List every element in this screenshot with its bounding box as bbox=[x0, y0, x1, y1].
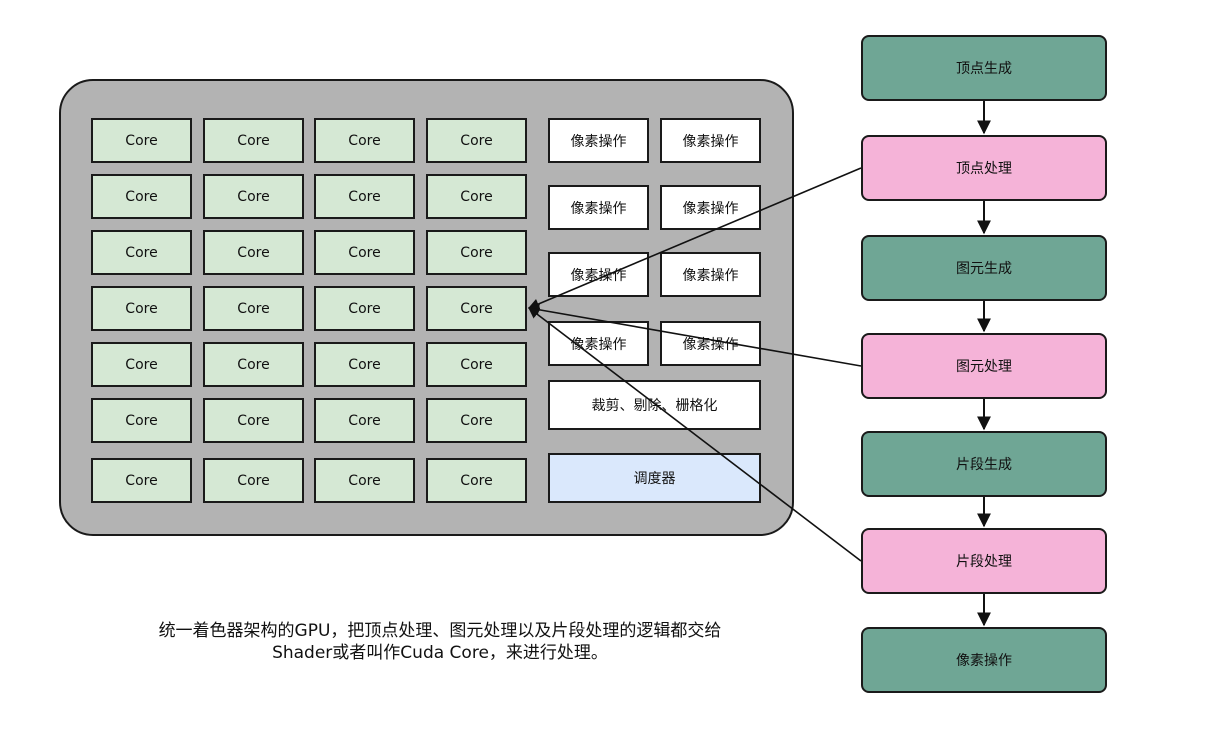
core-cell: Core bbox=[314, 286, 415, 331]
pixel-op-unit: 像素操作 bbox=[548, 252, 649, 297]
core-cell: Core bbox=[426, 458, 527, 503]
core-cell: Core bbox=[426, 342, 527, 387]
stage-vertex-processing: 顶点处理 bbox=[861, 135, 1107, 201]
caption: 统一着色器架构的GPU，把顶点处理、图元处理以及片段处理的逻辑都交给 Shade… bbox=[60, 620, 820, 664]
caption-line-1: 统一着色器架构的GPU，把顶点处理、图元处理以及片段处理的逻辑都交给 bbox=[158, 621, 722, 641]
core-cell-target: Core bbox=[426, 286, 527, 331]
core-cell: Core bbox=[314, 230, 415, 275]
core-cell: Core bbox=[203, 174, 304, 219]
core-cell: Core bbox=[203, 342, 304, 387]
core-cell: Core bbox=[314, 398, 415, 443]
core-cell: Core bbox=[91, 398, 192, 443]
core-cell: Core bbox=[203, 286, 304, 331]
pixel-op-unit: 像素操作 bbox=[660, 252, 761, 297]
scheduler-unit: 调度器 bbox=[548, 453, 761, 503]
stage-primitive-generation: 图元生成 bbox=[861, 235, 1107, 301]
core-cell: Core bbox=[91, 174, 192, 219]
core-cell: Core bbox=[203, 118, 304, 163]
core-cell: Core bbox=[426, 118, 527, 163]
core-cell: Core bbox=[91, 286, 192, 331]
stage-fragment-generation: 片段生成 bbox=[861, 431, 1107, 497]
pixel-op-unit: 像素操作 bbox=[660, 118, 761, 163]
core-cell: Core bbox=[203, 398, 304, 443]
stage-pixel-operations: 像素操作 bbox=[861, 627, 1107, 693]
caption-line-2: Shader或者叫作Cuda Core，来进行处理。 bbox=[272, 643, 608, 663]
core-cell: Core bbox=[314, 458, 415, 503]
core-cell: Core bbox=[426, 174, 527, 219]
pixel-op-unit: 像素操作 bbox=[548, 118, 649, 163]
core-cell: Core bbox=[91, 458, 192, 503]
pixel-op-unit: 像素操作 bbox=[660, 321, 761, 366]
pixel-op-unit: 像素操作 bbox=[548, 185, 649, 230]
core-cell: Core bbox=[203, 230, 304, 275]
core-cell: Core bbox=[91, 118, 192, 163]
stage-primitive-processing: 图元处理 bbox=[861, 333, 1107, 399]
core-cell: Core bbox=[203, 458, 304, 503]
core-cell: Core bbox=[426, 230, 527, 275]
core-cell: Core bbox=[426, 398, 527, 443]
pixel-op-unit: 像素操作 bbox=[660, 185, 761, 230]
core-cell: Core bbox=[314, 118, 415, 163]
core-cell: Core bbox=[91, 230, 192, 275]
stage-vertex-generation: 顶点生成 bbox=[861, 35, 1107, 101]
pixel-op-unit: 像素操作 bbox=[548, 321, 649, 366]
core-cell: Core bbox=[91, 342, 192, 387]
core-cell: Core bbox=[314, 174, 415, 219]
core-cell: Core bbox=[314, 342, 415, 387]
clip-cull-rasterize-unit: 裁剪、剔除、栅格化 bbox=[548, 380, 761, 430]
stage-fragment-processing: 片段处理 bbox=[861, 528, 1107, 594]
